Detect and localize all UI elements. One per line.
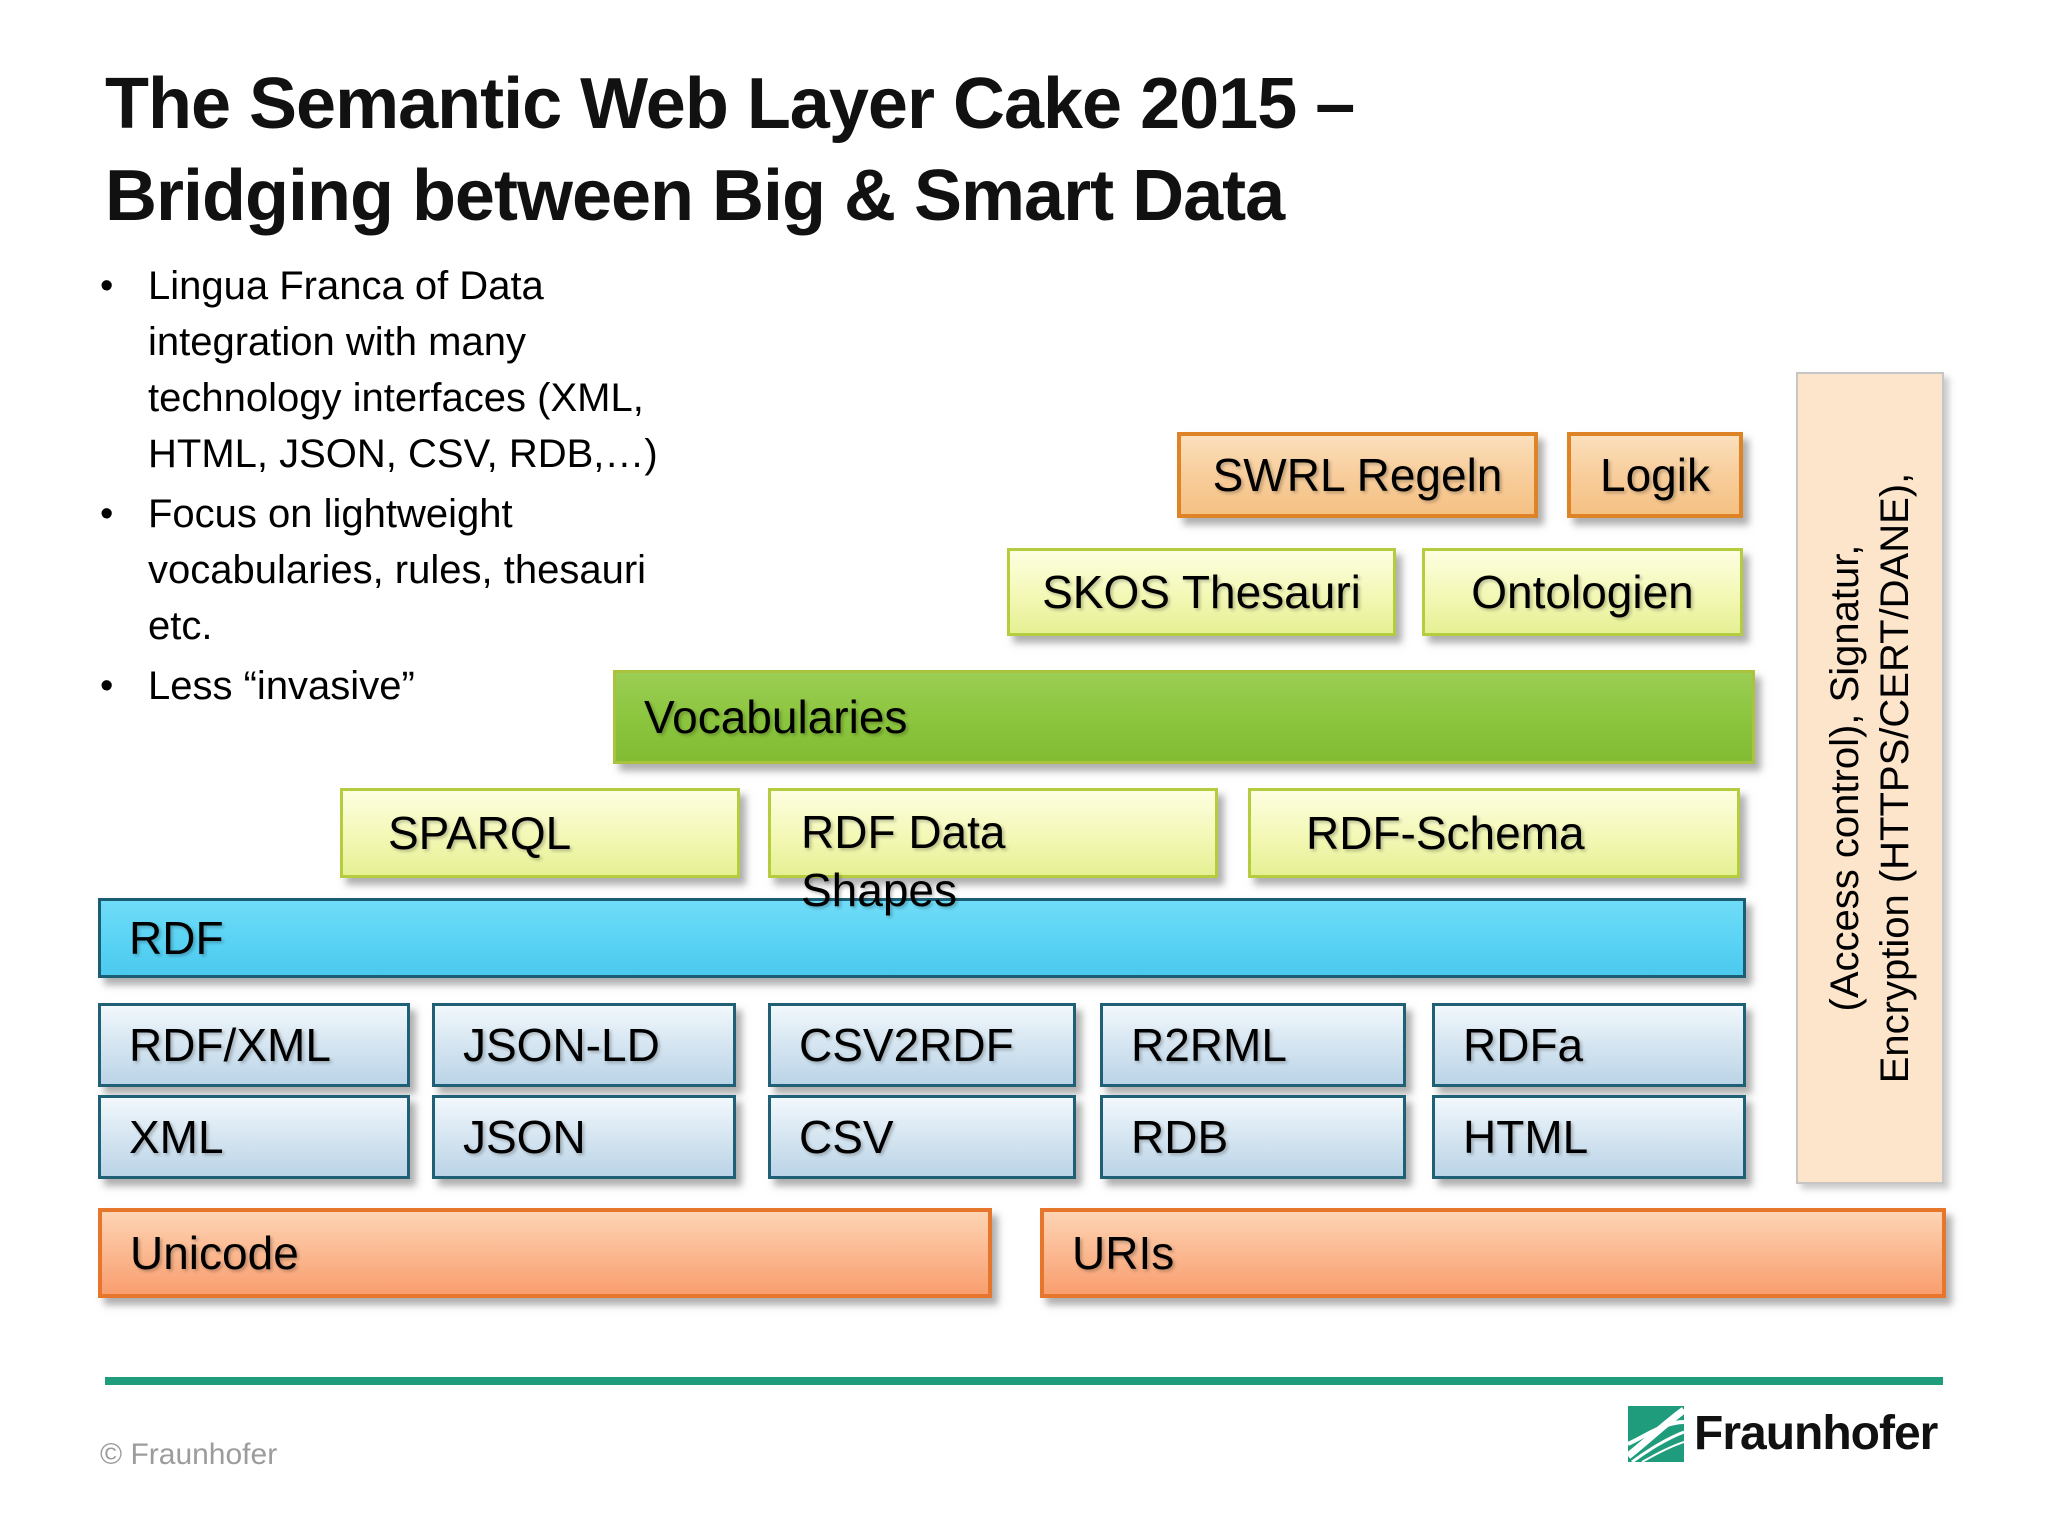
bullet-list: • Lingua Franca of Data integration with… [100, 258, 740, 718]
layer-box-r2rml: R2RML [1100, 1003, 1406, 1087]
layer-bar-unicode: Unicode [98, 1208, 992, 1298]
layer-box-skos-thesauri: SKOS Thesauri [1007, 548, 1396, 636]
fraunhofer-logo: Fraunhofer [1628, 1406, 1938, 1462]
layer-box-rdf-schema: RDF-Schema [1248, 788, 1740, 878]
fraunhofer-logo-icon [1628, 1406, 1684, 1462]
bullet-item: • Focus on lightweight vocabularies, rul… [100, 486, 740, 654]
security-label: (Access control), Signatur, Encryption (… [1798, 374, 1942, 1182]
bullet-text: Lingua Franca of Data integration with m… [148, 264, 658, 476]
fraunhofer-wordmark: Fraunhofer [1694, 1407, 1938, 1460]
layer-label: XML [129, 1111, 224, 1163]
copyright-text: © Fraunhofer [100, 1438, 278, 1471]
layer-label: RDB [1131, 1111, 1229, 1163]
layer-label: RDF/XML [129, 1019, 331, 1071]
bullet-dot: • [100, 265, 114, 307]
layer-box-ontologien: Ontologien [1422, 548, 1743, 636]
layer-label: Ontologien [1471, 566, 1694, 618]
bullet-text: Focus on lightweight vocabularies, rules… [148, 492, 647, 648]
layer-label: URIs [1072, 1227, 1175, 1279]
layer-label: SKOS Thesauri [1042, 566, 1361, 618]
layer-box-rdb: RDB [1100, 1095, 1406, 1179]
layer-bar-security: (Access control), Signatur, Encryption (… [1796, 372, 1944, 1184]
layer-box-swrl-regeln: SWRL Regeln [1177, 432, 1538, 518]
security-line-1: (Access control), Signatur, [1823, 544, 1867, 1012]
layer-label: SPARQL [388, 807, 572, 859]
bullet-dot: • [100, 665, 114, 707]
layer-box-html: HTML [1432, 1095, 1746, 1179]
layer-box-logik: Logik [1567, 432, 1743, 518]
rdf-data-shapes-line-2: Shapes [801, 864, 958, 916]
bullet-dot: • [100, 493, 114, 535]
layer-label: Logik [1600, 449, 1710, 501]
layer-box-csv: CSV [768, 1095, 1076, 1179]
layer-label: CSV [799, 1111, 894, 1163]
layer-box-csv2rdf: CSV2RDF [768, 1003, 1076, 1087]
layer-label: CSV2RDF [799, 1019, 1014, 1071]
title-line-1: The Semantic Web Layer Cake 2015 – [105, 64, 1355, 144]
layer-label: RDFa [1463, 1019, 1584, 1071]
layer-label: Vocabularies [644, 691, 908, 743]
layer-box-rdfa: RDFa [1432, 1003, 1746, 1087]
bullet-item: • Less “invasive” [100, 658, 740, 714]
layer-box-rdf-data-shapes: RDF Data Shapes [768, 788, 1218, 916]
bullet-text: Less “invasive” [148, 664, 415, 708]
layer-box-json: JSON [432, 1095, 736, 1179]
layer-box-json-ld: JSON-LD [432, 1003, 736, 1087]
page-title: The Semantic Web Layer Cake 2015 – Bridg… [105, 58, 1505, 242]
layer-bar-uris: URIs [1040, 1208, 1946, 1298]
footer-divider [105, 1377, 1943, 1385]
layer-box-rdf-xml: RDF/XML [98, 1003, 410, 1087]
layer-label: SWRL Regeln [1212, 449, 1503, 501]
rdf-data-shapes-line-1: RDF Data [801, 806, 1006, 858]
layer-label: R2RML [1131, 1019, 1287, 1071]
security-line-2: Encryption (HTTPS/CERT/DANE), [1873, 472, 1917, 1084]
layer-bar-vocabularies: Vocabularies [613, 670, 1755, 764]
layer-box-sparql: SPARQL [340, 788, 740, 878]
layer-box-xml: XML [98, 1095, 410, 1179]
layer-label: Unicode [130, 1227, 299, 1279]
layer-label: RDF Data Shapes [771, 803, 1005, 919]
title-line-2: Bridging between Big & Smart Data [105, 156, 1285, 236]
layer-label: RDF-Schema [1306, 807, 1585, 859]
layer-label: JSON [463, 1111, 586, 1163]
layer-label: RDF [129, 912, 224, 964]
bullet-item: • Lingua Franca of Data integration with… [100, 258, 740, 482]
layer-label: JSON-LD [463, 1019, 660, 1071]
layer-label: HTML [1463, 1111, 1589, 1163]
layer-bar-rdf: RDF [98, 898, 1746, 978]
